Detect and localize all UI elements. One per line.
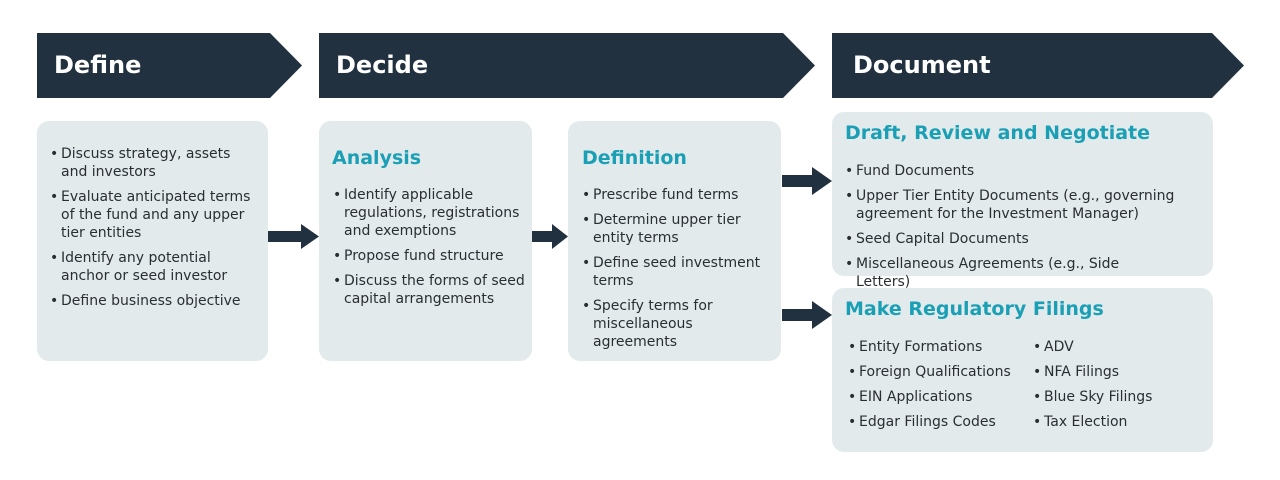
- filings-card: Make Regulatory Filings Entity Formation…: [832, 288, 1213, 452]
- right-arrow-icon: [268, 224, 319, 249]
- definition-list: Prescribe fund terms Determine upper tie…: [582, 186, 778, 358]
- filings-list-col1: Entity Formations Foreign Qualifications…: [848, 338, 1023, 438]
- analysis-title: Analysis: [332, 147, 422, 169]
- list-item: Seed Capital Documents: [845, 230, 1175, 248]
- list-item: Evaluate anticipated terms of the fund a…: [50, 188, 260, 242]
- list-item: Determine upper tier entity terms: [582, 211, 778, 247]
- list-item: Edgar Filings Codes: [848, 413, 1023, 431]
- stage-document-label: Document: [853, 51, 991, 79]
- list-item: Define business objective: [50, 292, 260, 310]
- define-card: Discuss strategy, assets and investors E…: [37, 121, 268, 361]
- filings-list-col2: ADV NFA Filings Blue Sky Filings Tax Ele…: [1033, 338, 1203, 438]
- stage-document-banner: Document: [832, 33, 1244, 98]
- list-item: Identify applicable regulations, registr…: [333, 186, 525, 240]
- right-arrow-icon: [782, 301, 832, 329]
- list-item: Define seed investment terms: [582, 254, 778, 290]
- list-item: Discuss strategy, assets and investors: [50, 145, 260, 181]
- list-item: ADV: [1033, 338, 1203, 356]
- list-item: Blue Sky Filings: [1033, 388, 1203, 406]
- list-item: Foreign Qualifications: [848, 363, 1023, 381]
- list-item: Upper Tier Entity Documents (e.g., gover…: [845, 187, 1175, 223]
- list-item: Discuss the forms of seed capital arrang…: [333, 272, 525, 308]
- list-item: Entity Formations: [848, 338, 1023, 356]
- analysis-card: Analysis Identify applicable regulations…: [319, 121, 532, 361]
- definition-title: Definition: [582, 147, 687, 169]
- list-item: Fund Documents: [845, 162, 1175, 180]
- stage-define-banner: Define: [37, 33, 302, 98]
- draft-card: Draft, Review and Negotiate Fund Documen…: [832, 112, 1213, 290]
- list-item: Tax Election: [1033, 413, 1203, 431]
- list-item: NFA Filings: [1033, 363, 1203, 381]
- stage-decide-label: Decide: [336, 51, 429, 79]
- stage-decide-banner: Decide: [319, 33, 815, 98]
- right-arrow-icon: [782, 167, 832, 195]
- list-item: EIN Applications: [848, 388, 1023, 406]
- define-list: Discuss strategy, assets and investors E…: [50, 145, 260, 317]
- analysis-list: Identify applicable regulations, registr…: [333, 186, 525, 315]
- list-item: Propose fund structure: [333, 247, 525, 265]
- list-item: Specify terms for miscellaneous agreemen…: [582, 297, 778, 351]
- stage-define-label: Define: [54, 51, 142, 79]
- filings-title: Make Regulatory Filings: [845, 298, 1104, 320]
- definition-card: Definition Prescribe fund terms Determin…: [568, 121, 781, 361]
- list-item: Miscellaneous Agreements (e.g., Side Let…: [845, 255, 1175, 291]
- draft-list: Fund Documents Upper Tier Entity Documen…: [845, 162, 1175, 298]
- draft-title: Draft, Review and Negotiate: [845, 122, 1151, 144]
- list-item: Prescribe fund terms: [582, 186, 778, 204]
- list-item: Identify any potential anchor or seed in…: [50, 249, 260, 285]
- right-arrow-icon: [532, 224, 568, 249]
